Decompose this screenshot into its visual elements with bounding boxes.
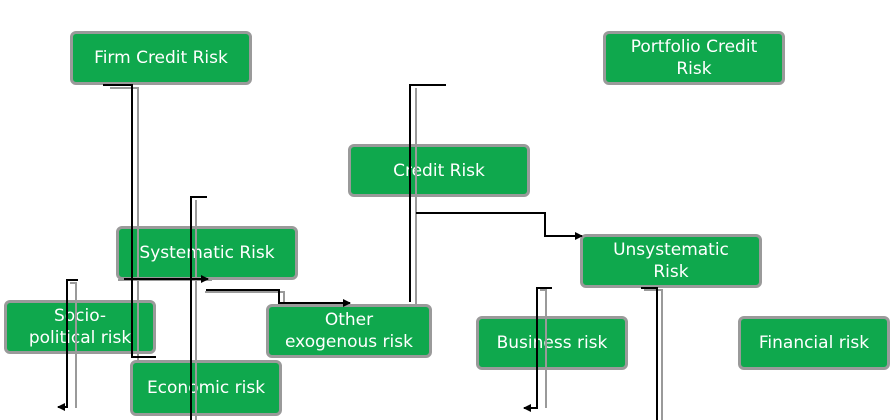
node-credit-risk: Credit Risk [348, 144, 530, 197]
shadow-unsys-branch [644, 289, 663, 420]
node-label: Business risk [496, 333, 608, 353]
node-label: Unsystematic Risk [613, 240, 729, 282]
node-label: Socio- political risk [28, 306, 132, 348]
node-label: Credit Risk [393, 160, 485, 181]
node-business-risk: Business risk [476, 316, 628, 370]
node-financial-risk: Financial risk [738, 316, 890, 370]
shadow-systematic-other [205, 291, 285, 302]
node-label: Firm Credit Risk [94, 48, 228, 68]
node-label: Financial risk [758, 333, 870, 353]
node-portfolio-credit-risk: Portfolio Credit Risk [603, 31, 785, 85]
node-label: Portfolio Credit Risk [630, 37, 758, 79]
node-unsystematic-risk: Unsystematic Risk [580, 234, 762, 288]
node-socio-political-risk: Socio- political risk [4, 300, 156, 354]
node-label: Economic risk [146, 378, 266, 398]
connector-credit-to-unsystematic [416, 212, 583, 240]
node-systematic-risk: Systematic Risk [116, 226, 298, 280]
node-economic-risk: Economic risk [130, 360, 282, 416]
node-label: Systematic Risk [139, 243, 275, 263]
connector-systematic-to-other [206, 289, 351, 307]
node-firm-credit-risk: Firm Credit Risk [70, 31, 252, 85]
node-other-exogenous-risk: Other exogenous risk [266, 304, 432, 358]
node-label: Other exogenous risk [285, 310, 413, 352]
connector-unsys-branch [641, 287, 658, 420]
